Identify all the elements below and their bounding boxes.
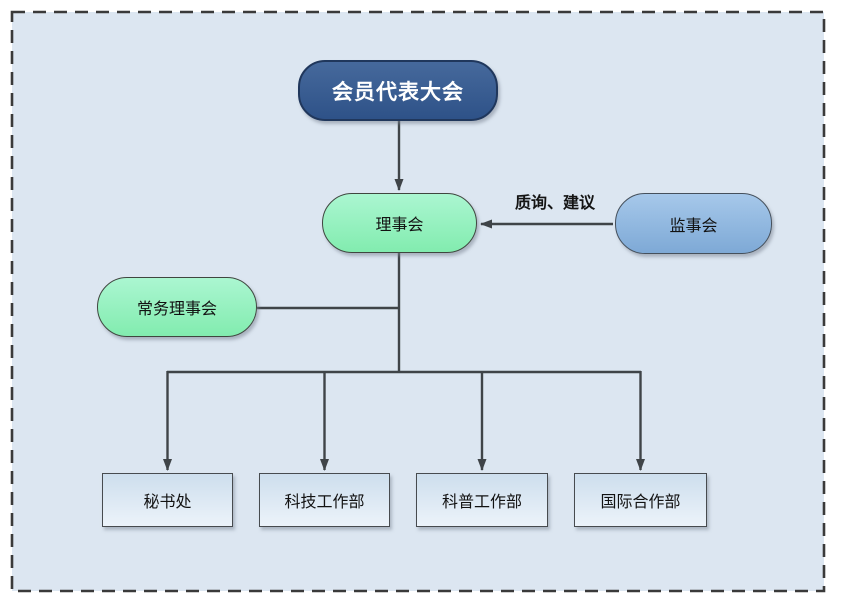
node-label: 科技工作部	[284, 492, 365, 511]
node-dept-international-cooperation: 国际合作部	[574, 473, 707, 527]
node-dept-scitech-work: 科技工作部	[259, 473, 390, 527]
node-label: 会员代表大会	[332, 79, 464, 104]
node-supervisory-board: 监事会	[615, 193, 772, 254]
node-label: 科普工作部	[441, 492, 522, 511]
node-label: 理事会	[375, 215, 424, 234]
edge-label-supervisory: 质询、建议	[514, 193, 595, 212]
node-label: 常务理事会	[136, 299, 217, 318]
node-dept-secretariat: 秘书处	[102, 473, 233, 527]
node-label: 秘书处	[143, 492, 192, 511]
node-standing-council: 常务理事会	[97, 277, 257, 337]
node-label: 国际合作部	[600, 492, 681, 511]
node-dept-science-popularization: 科普工作部	[416, 473, 548, 527]
node-member-assembly: 会员代表大会	[298, 60, 498, 121]
node-council: 理事会	[322, 193, 477, 253]
node-label: 监事会	[669, 215, 718, 235]
